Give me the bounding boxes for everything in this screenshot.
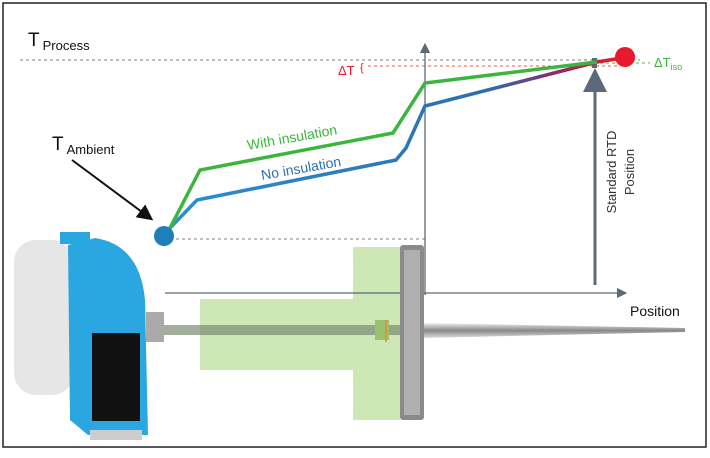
rtd-position-label-line2: Position [622,149,637,195]
housing-cover [14,240,74,395]
with-insulation-label: With insulation [246,121,338,153]
ambient-point [154,226,174,246]
frame [2,2,707,448]
nameplate [92,333,140,421]
rtd-thermometer [14,232,685,440]
delta-t-brace: { [360,62,364,74]
sensor-tip [423,323,685,338]
hex-nut [146,312,164,342]
no-insulation-curve [168,56,623,230]
delta-t-iso-label: ΔTiso [654,55,682,72]
with-insulation-curve [168,60,598,229]
fitting [375,320,389,340]
position-label: Position [630,303,680,319]
process-point [615,47,635,67]
rtd-position-label-line1: Standard RTD [604,131,619,214]
sensor-rod [160,325,400,335]
ambient-arrow [71,159,154,221]
delta-t-label: ΔT [338,63,355,78]
